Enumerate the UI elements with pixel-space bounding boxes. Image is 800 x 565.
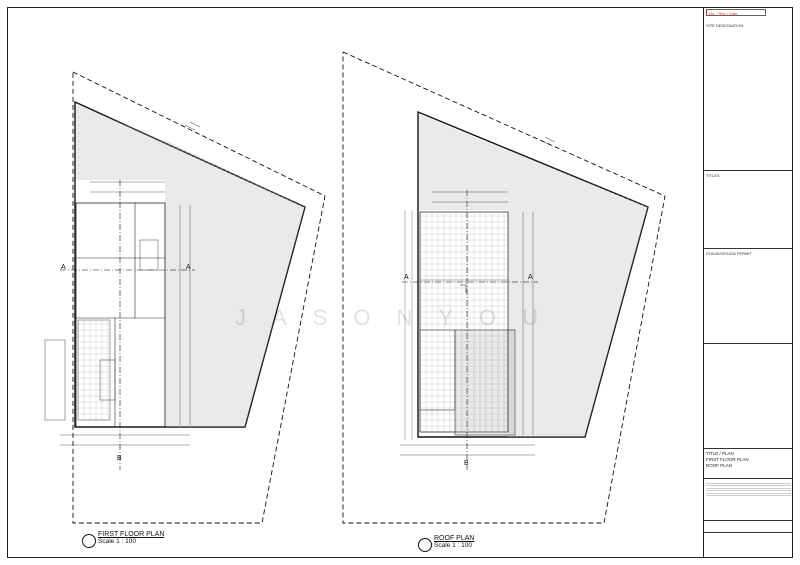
section-label: STAGE/DESIGN PERMIT: [706, 251, 752, 256]
first-floor-plan-title: FIRST FLOOR PLAN Scale 1 : 100: [98, 531, 164, 545]
revision-header: No. / Rev / Date: [706, 9, 766, 16]
section-marker-b-roof: B: [464, 460, 469, 467]
sheet-border: [7, 7, 793, 558]
watermark-text: JASONYOU: [235, 305, 565, 330]
plan-title-circle: [418, 538, 432, 552]
roof-plan-title: ROOF PLAN Scale 1 : 100: [434, 535, 474, 549]
plan-name: FIRST FLOOR PLAN: [98, 531, 165, 538]
title-block-section: SITE DESIGNATION: [704, 21, 793, 171]
title-block-section: [704, 521, 793, 533]
title-block-section: [704, 533, 793, 557]
section-marker-a-roof-right: A: [528, 274, 533, 281]
drawing-title-line: FIRST FLOOR PLAN: [706, 457, 749, 462]
plan-title-circle: [82, 534, 96, 548]
title-block: No. / Rev / Date SITE DESIGNATION TITLES…: [703, 7, 793, 558]
title-block-section: STAGE/DESIGN PERMIT: [704, 249, 793, 344]
drawing-title-section: TITLE / PLAN FIRST FLOOR PLAN ROOF PLAN: [704, 449, 793, 479]
plan-scale: Scale 1 : 100: [434, 542, 472, 549]
section-label: SITE DESIGNATION: [706, 23, 744, 28]
notes-section: [704, 479, 793, 521]
section-marker-a-roof-left: A: [404, 274, 409, 281]
drawing-title-line: TITLE / PLAN: [706, 451, 734, 456]
section-label: TITLES: [706, 173, 720, 178]
title-block-section: [704, 344, 793, 449]
title-block-section: TITLES: [704, 171, 793, 249]
roof-plan: [342, 51, 666, 524]
first-floor-plan: [44, 71, 326, 524]
section-marker-b-left: B: [117, 455, 122, 462]
drawing-title-line: ROOF PLAN: [706, 463, 733, 468]
plan-scale: Scale 1 : 100: [98, 538, 136, 545]
plan-name: ROOF PLAN: [434, 535, 475, 542]
section-marker-a-left: A: [61, 264, 66, 271]
section-marker-a-right: A: [186, 264, 191, 271]
